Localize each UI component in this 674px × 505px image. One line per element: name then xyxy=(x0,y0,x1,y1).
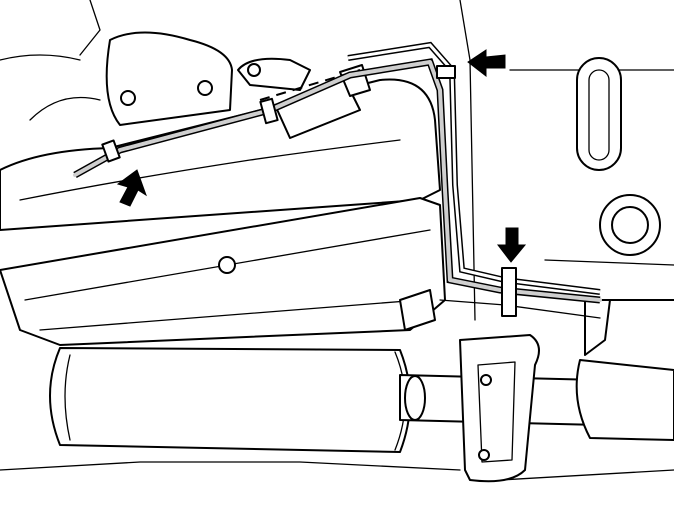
tank-mount-bolt-left xyxy=(120,90,136,106)
rear-muffler xyxy=(575,359,674,441)
hanger-bolt-upper xyxy=(480,374,492,386)
arrow-lower-clip-icon xyxy=(496,227,527,263)
floor-pan-edge-left xyxy=(79,0,101,56)
fuel-line-main xyxy=(73,60,602,302)
hanger-bolt-lower xyxy=(478,449,490,461)
vapor-line xyxy=(439,299,601,319)
muffler-start xyxy=(64,354,71,441)
arrow-left-clip-icon xyxy=(116,169,147,207)
ground-line xyxy=(0,461,461,471)
clip-filter xyxy=(259,97,279,125)
hanger-bracket-recess xyxy=(477,361,516,463)
floor-pan-seam xyxy=(459,0,476,321)
floor-pan xyxy=(0,0,674,481)
floor-slot xyxy=(576,57,622,171)
tank-mount-bracket xyxy=(105,31,233,126)
floor-pan-step xyxy=(544,259,674,266)
clip-lower xyxy=(501,267,517,317)
arrow-upper-right-clip-icon xyxy=(467,49,506,78)
heat-shield-bolt xyxy=(218,256,236,274)
clip-upper-right xyxy=(436,65,456,79)
heat-shield-lower-rib xyxy=(39,299,421,331)
filter-bracket-bolt xyxy=(247,63,261,77)
floor-plug-inner xyxy=(611,206,649,244)
tank-mount-bolt-right xyxy=(197,80,213,96)
floor-slot-inner xyxy=(588,69,610,161)
muffler xyxy=(49,347,411,453)
hanger-bracket xyxy=(459,334,540,483)
fuel-tank-contour xyxy=(19,139,401,201)
floor-pan-edge-top xyxy=(0,54,81,61)
exhaust-pipe-flange xyxy=(404,375,426,421)
floor-plug xyxy=(599,194,661,256)
fuel-tank-upper-contour xyxy=(29,96,101,121)
ground-line-right xyxy=(499,469,674,481)
clip-left xyxy=(101,139,121,163)
heat-shield-bracket xyxy=(399,289,436,331)
rear-bracket xyxy=(584,299,611,356)
